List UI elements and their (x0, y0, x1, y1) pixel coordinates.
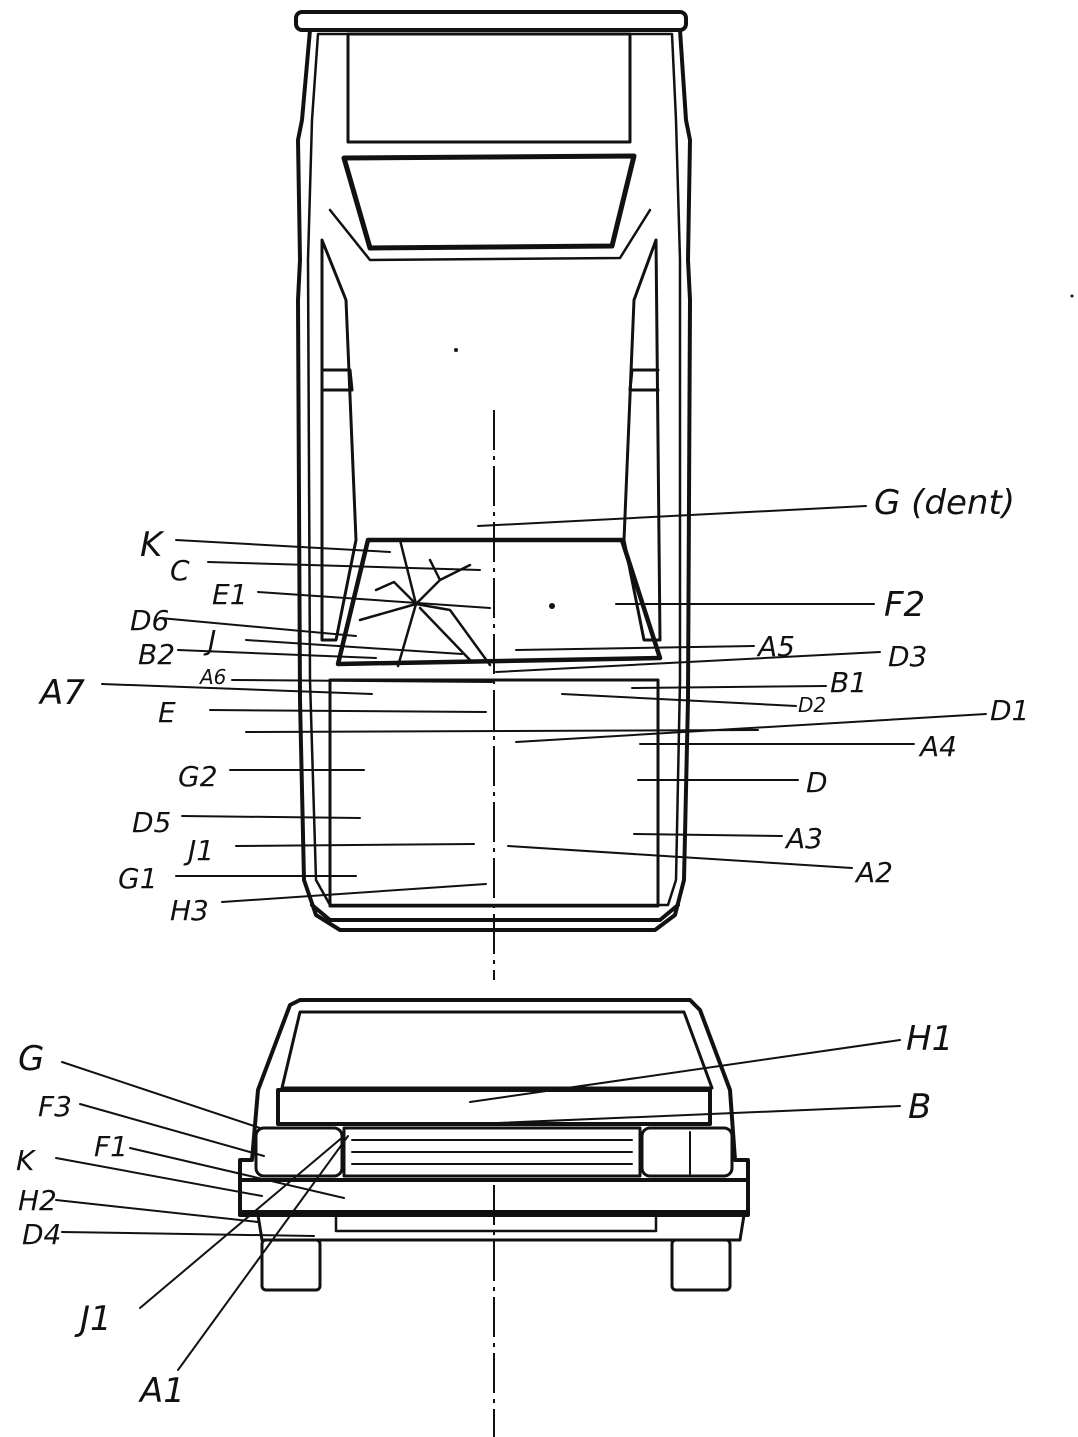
front-windshield (280, 1010, 714, 1090)
leader-k (175, 539, 391, 553)
leader-d1 (515, 713, 987, 743)
right-headlight (640, 1126, 734, 1178)
leader-d6 (159, 617, 357, 637)
label-f2: F2 (884, 585, 925, 625)
right-tire (670, 1238, 732, 1292)
lower-valance (256, 1213, 746, 1242)
leader-g-dent (477, 505, 867, 527)
label-e1: E1 (212, 578, 248, 611)
leader-front-b (473, 1105, 901, 1125)
leader-d3 (495, 651, 881, 673)
leader-front-g (61, 1061, 261, 1129)
leader-a2 (507, 845, 853, 869)
leader-front-h1 (469, 1039, 901, 1103)
rear-bumper (294, 10, 688, 32)
label-front-g: G (18, 1039, 44, 1079)
leader-lines-top (101, 505, 987, 903)
leader-front-h2 (55, 1199, 259, 1223)
label-front-b: B (908, 1087, 931, 1127)
leader-front-j1 (139, 1135, 345, 1309)
label-a6: A6 (198, 665, 226, 689)
left-tire (260, 1238, 322, 1292)
leader-lines-front (55, 1039, 901, 1371)
label-d1: D1 (990, 694, 1029, 727)
label-e: E (158, 696, 176, 729)
right-side-window (622, 238, 662, 642)
labels-top-view: G (dent) K C E1 D6 J B2 A6 A7 E G2 D5 J1… (38, 483, 1029, 927)
leader-b2 (177, 649, 377, 659)
label-b2: B2 (138, 638, 175, 671)
label-g2: G2 (178, 760, 218, 793)
rear-window (341, 153, 637, 251)
label-front-d4: D4 (22, 1218, 61, 1251)
leader-front-f3 (79, 1103, 265, 1157)
label-g1: G1 (118, 862, 158, 895)
leader-front-a1 (177, 1135, 349, 1371)
left-headlight (254, 1126, 344, 1178)
label-d: D (806, 766, 828, 799)
label-front-h1: H1 (906, 1019, 953, 1059)
grille (342, 1126, 642, 1178)
label-a5: A5 (756, 630, 795, 663)
label-j1: J1 (183, 834, 214, 867)
leader-c (207, 561, 481, 571)
label-k: K (140, 525, 165, 565)
labels-front-view: G F3 F1 K H2 D4 J1 A1 H1 B (16, 1019, 953, 1411)
label-a2: A2 (854, 856, 893, 889)
label-d3: D3 (888, 640, 927, 673)
label-d6: D6 (130, 604, 169, 637)
car-front-view (238, 998, 750, 1292)
speck (549, 603, 555, 609)
air-dam (334, 1213, 658, 1233)
leader-front-d4 (61, 1231, 315, 1237)
label-h3: H3 (170, 894, 209, 927)
car-body-outline (296, 28, 692, 932)
label-d5: D5 (132, 806, 171, 839)
right-pillar (628, 368, 660, 392)
left-side-window (320, 238, 358, 642)
leader-a7 (101, 683, 373, 695)
front-body-outline (238, 998, 750, 1217)
label-c: C (170, 554, 190, 587)
leader-h3 (221, 883, 487, 903)
leader-a3 (633, 833, 783, 837)
label-g-dent: G (dent) (874, 483, 1015, 523)
front-hood-edge (276, 1088, 712, 1126)
label-front-a1: A1 (138, 1371, 185, 1411)
leader-e (209, 709, 487, 713)
leader-j1 (235, 843, 475, 847)
rear-deck (346, 32, 632, 144)
front-bumper (238, 1178, 750, 1214)
label-a4: A4 (918, 730, 957, 763)
leader-mid (245, 729, 759, 733)
label-a7: A7 (38, 673, 85, 713)
label-front-f3: F3 (38, 1090, 72, 1123)
leader-a5 (515, 645, 755, 651)
speck (1070, 294, 1074, 298)
leader-b1 (631, 685, 827, 689)
label-front-f1: F1 (94, 1130, 128, 1163)
label-a3: A3 (784, 822, 823, 855)
label-front-h2: H2 (18, 1184, 57, 1217)
leader-d5 (181, 815, 361, 819)
leader-d2 (561, 693, 797, 707)
leader-a6 (231, 679, 493, 683)
leader-e1 (257, 591, 491, 609)
leader-j (245, 639, 463, 655)
speck (454, 348, 458, 352)
car-body-inner (306, 32, 682, 907)
label-front-j1: J1 (74, 1299, 112, 1339)
roof-line (328, 208, 652, 262)
label-b1: B1 (830, 666, 867, 699)
windshield (335, 537, 663, 667)
label-d2: D2 (798, 693, 826, 717)
left-pillar (320, 368, 354, 392)
label-front-k: K (16, 1144, 37, 1177)
windshield-crack (358, 538, 492, 668)
leader-front-k (55, 1157, 263, 1197)
car-top-view (294, 10, 692, 932)
